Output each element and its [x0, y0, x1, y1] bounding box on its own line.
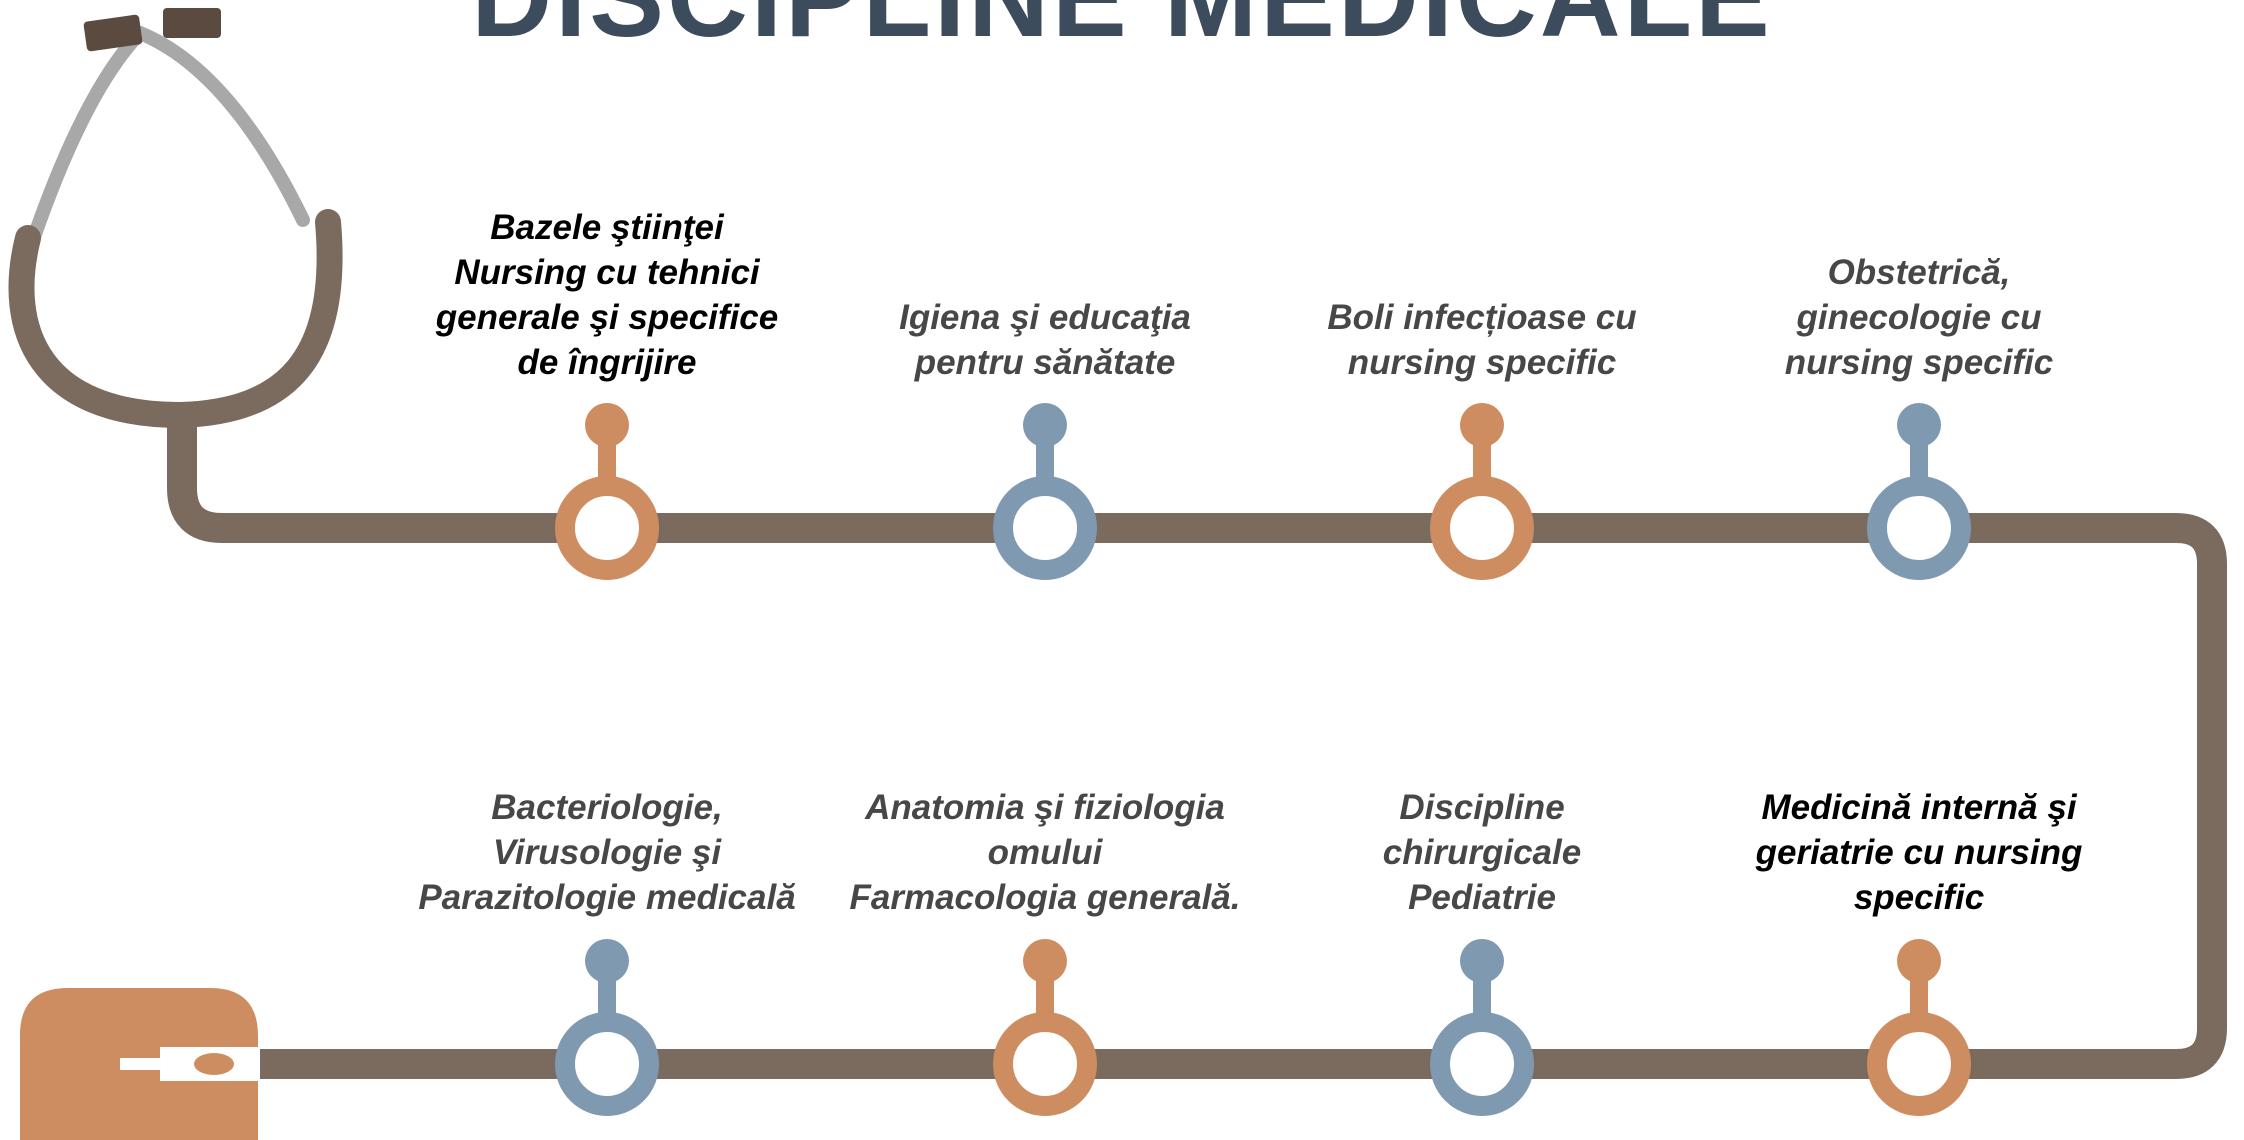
- discipline-label-line: Bazele ştiinţei: [490, 208, 724, 247]
- node-ring: [555, 476, 659, 580]
- node-ring: [993, 1012, 1097, 1116]
- discipline-label: Igiena şi educaţia pentru sănătate: [825, 295, 1265, 385]
- discipline-label-line: Pediatrie: [1408, 878, 1556, 917]
- timeline-node-icon: [1430, 939, 1534, 1116]
- discipline-label-line: specific: [1853, 878, 1985, 917]
- discipline-label-line: Bacteriologie,: [491, 788, 723, 827]
- chest-piece-dot: [194, 1053, 234, 1075]
- discipline-label-line: Igiena şi educaţia: [899, 298, 1191, 337]
- discipline-label: Medicină internă şi geriatrie cu nursing s…: [1699, 785, 2139, 920]
- discipline-label-line: Nursing cu tehnici: [454, 253, 760, 292]
- page-title: DISCIPLINE MEDICALE: [0, 0, 2244, 58]
- timeline-tube: [167, 418, 2227, 1079]
- chest-piece-stem: [120, 1058, 170, 1070]
- discipline-label: Bacteriologie, Virusologie şi Parazitologi…: [387, 785, 827, 920]
- node-ring: [1430, 476, 1534, 580]
- discipline-label-line: generale şi specifice: [435, 298, 779, 337]
- timeline-node-icon: [993, 939, 1097, 1116]
- node-ring: [1867, 1012, 1971, 1116]
- discipline-label-line: nursing specific: [1784, 343, 2054, 382]
- discipline-label-line: Obstetrică,: [1827, 253, 2011, 292]
- discipline-label-line: geriatrie cu nursing: [1755, 833, 2083, 872]
- discipline-label-line: Anatomia şi fiziologia: [865, 788, 1225, 827]
- node-knob: [1460, 403, 1504, 447]
- timeline-node-icon: [1430, 403, 1534, 580]
- node-ring: [1867, 476, 1971, 580]
- discipline-label-line: chirurgicale: [1382, 833, 1582, 872]
- timeline-node-icon: [555, 403, 659, 580]
- earpiece-right-icon: [163, 8, 221, 38]
- node-knob: [585, 939, 629, 983]
- node-knob: [1023, 939, 1067, 983]
- timeline-node-icon: [555, 939, 659, 1116]
- ear-tube-left: [26, 26, 147, 247]
- node-knob: [1897, 403, 1941, 447]
- node-knob: [1460, 939, 1504, 983]
- discipline-label-line: Farmacologia generală.: [849, 878, 1241, 917]
- discipline-label-line: Boli infecțioase cu: [1327, 298, 1637, 337]
- timeline-nodes: [555, 403, 1971, 1116]
- timeline-node-icon: [1867, 939, 1971, 1116]
- discipline-label: Obstetrică, ginecologie cu nursing specifi…: [1699, 250, 2139, 385]
- discipline-label-line: ginecologie cu: [1796, 298, 2042, 337]
- discipline-label-line: de îngrijire: [517, 343, 697, 382]
- ear-tube-right: [133, 26, 310, 227]
- discipline-label-line: Virusologie şi: [492, 833, 722, 872]
- node-knob: [1023, 403, 1067, 447]
- node-ring: [1430, 1012, 1534, 1116]
- discipline-label-line: pentru sănătate: [914, 343, 1176, 382]
- node-ring: [555, 1012, 659, 1116]
- discipline-label-line: Discipline: [1399, 788, 1565, 827]
- discipline-label-line: Medicină internă şi: [1761, 788, 2077, 827]
- node-ring: [993, 476, 1097, 580]
- earpiece-left-icon: [83, 14, 143, 52]
- discipline-label-line: omului: [987, 833, 1103, 872]
- node-knob: [1897, 939, 1941, 983]
- discipline-label-line: nursing specific: [1347, 343, 1617, 382]
- stethoscope-icon: [8, 209, 343, 429]
- node-knob: [585, 403, 629, 447]
- discipline-label-line: Parazitologie medicală: [418, 878, 796, 917]
- discipline-label: Boli infecțioase cu nursing specific: [1262, 295, 1702, 385]
- timeline-node-icon: [1867, 403, 1971, 580]
- timeline-node-icon: [993, 403, 1097, 580]
